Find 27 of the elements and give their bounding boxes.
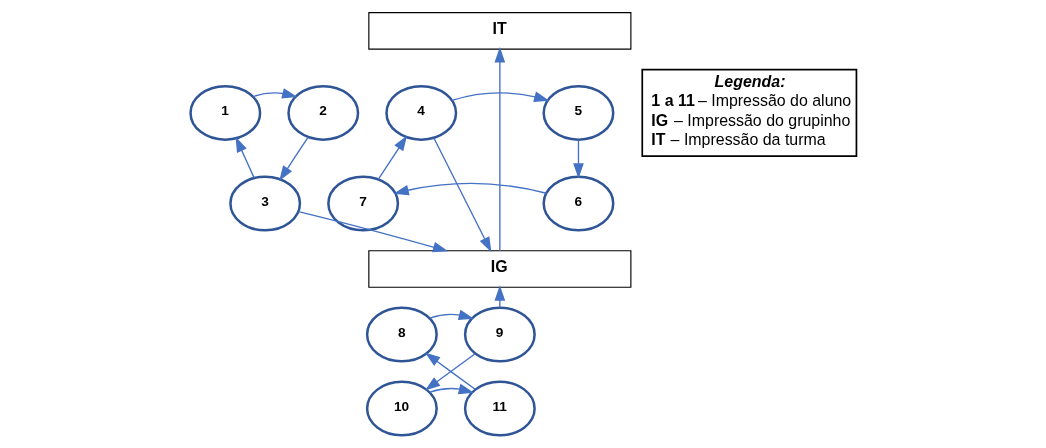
arrow xyxy=(297,210,448,253)
node-ellipse: 5 xyxy=(541,84,614,141)
node-ellipse: 2 xyxy=(286,84,359,141)
arrow xyxy=(278,136,309,182)
node-ellipse: 10 xyxy=(365,380,438,437)
node-ellipse: 4 xyxy=(384,84,457,141)
arrow xyxy=(494,285,505,309)
node-box: IT xyxy=(367,12,631,50)
arrow xyxy=(252,88,297,99)
node-box: Legenda: 1 a 11 – Impressão do aluno IG – Impressão do grupinho IT – Impressão da turma xyxy=(640,68,857,158)
node-ellipse: 9 xyxy=(463,306,536,363)
node-ellipse: 11 xyxy=(463,380,536,437)
arrow xyxy=(428,309,474,321)
node-ellipse: 7 xyxy=(326,175,399,232)
arrow xyxy=(428,383,474,395)
arrow xyxy=(235,136,255,179)
arrow xyxy=(572,139,584,179)
node-box: IG xyxy=(367,250,631,288)
arrow xyxy=(450,91,549,102)
node-ellipse: 8 xyxy=(365,306,438,363)
arrow xyxy=(494,47,505,252)
arrow xyxy=(432,137,491,253)
arrow xyxy=(393,182,547,196)
node-ellipse: 6 xyxy=(541,175,614,232)
node-ellipse: 1 xyxy=(188,84,261,141)
node-ellipse: 3 xyxy=(228,175,301,232)
arrow xyxy=(377,135,407,180)
